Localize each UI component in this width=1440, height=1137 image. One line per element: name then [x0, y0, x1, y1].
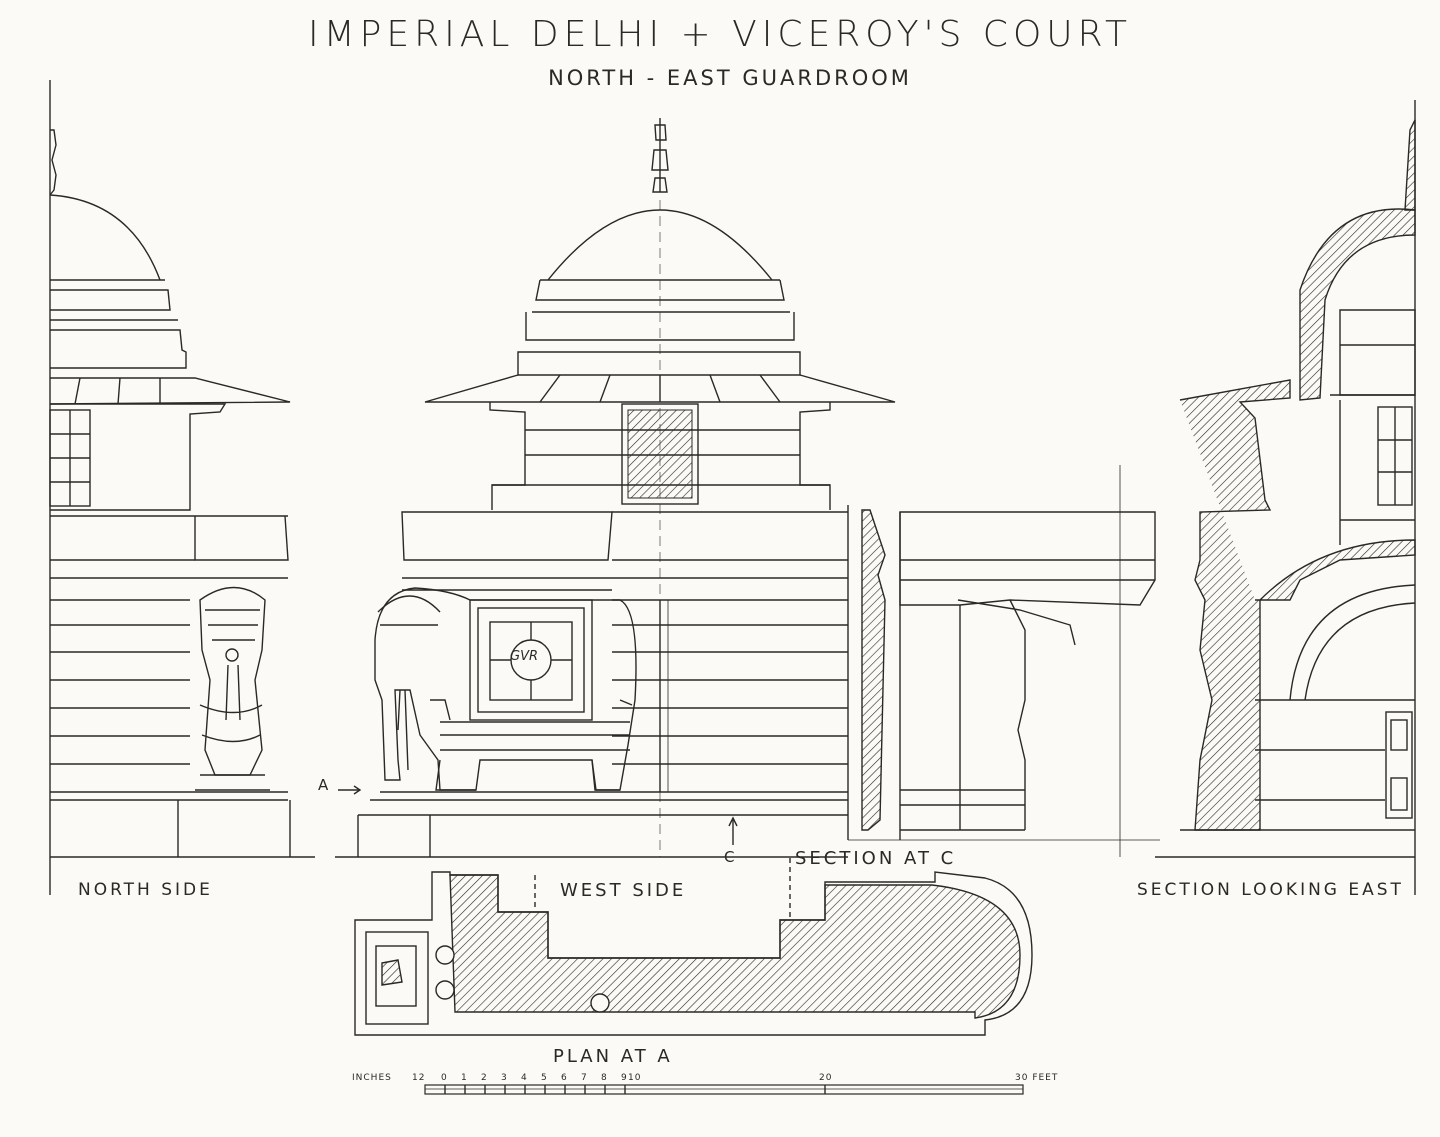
scale-tick: 2 [481, 1073, 488, 1083]
view-label-plan-at-a: PLAN AT A [553, 1046, 673, 1067]
scale-tick: 4 [521, 1073, 528, 1083]
monogram: GVR [510, 649, 538, 664]
scale-inches-label: INCHES [352, 1073, 392, 1083]
north-side-elevation [49, 80, 315, 895]
view-label-section-looking-east: SECTION LOOKING EAST [1137, 880, 1404, 900]
scale-tick: 5 [541, 1073, 548, 1083]
west-side-elevation [335, 118, 896, 858]
section-marker-c: C [724, 848, 735, 866]
scale-tick-20: 20 [819, 1073, 833, 1083]
scale-tick: 9 [621, 1073, 628, 1083]
scale-tick: 1 [461, 1073, 468, 1083]
scale-end-label: 30 FEET [1015, 1073, 1059, 1083]
scale-tick: 7 [581, 1073, 588, 1083]
scale-bar [424, 1084, 1024, 1095]
view-label-west-side: WEST SIDE [560, 880, 687, 901]
view-label-section-at-c: SECTION AT C [795, 848, 957, 869]
view-label-north-side: NORTH SIDE [78, 880, 213, 900]
scale-tick: 8 [601, 1073, 608, 1083]
scale-tick: 10 [628, 1073, 642, 1083]
scale-tick: 3 [501, 1073, 508, 1083]
scale-tick: 12 [412, 1073, 426, 1083]
scale-tick: 0 [441, 1073, 448, 1083]
section-marker-a: A [318, 776, 329, 794]
scale-tick: 6 [561, 1073, 568, 1083]
drawing-subtitle: NORTH - EAST GUARDROOM [548, 66, 912, 90]
section-at-c [847, 465, 1160, 857]
section-looking-east [1155, 100, 1416, 895]
drawing-title: IMPERIAL DELHI + VICEROY'S COURT [307, 14, 1133, 55]
plan-at-a [354, 858, 1033, 1036]
